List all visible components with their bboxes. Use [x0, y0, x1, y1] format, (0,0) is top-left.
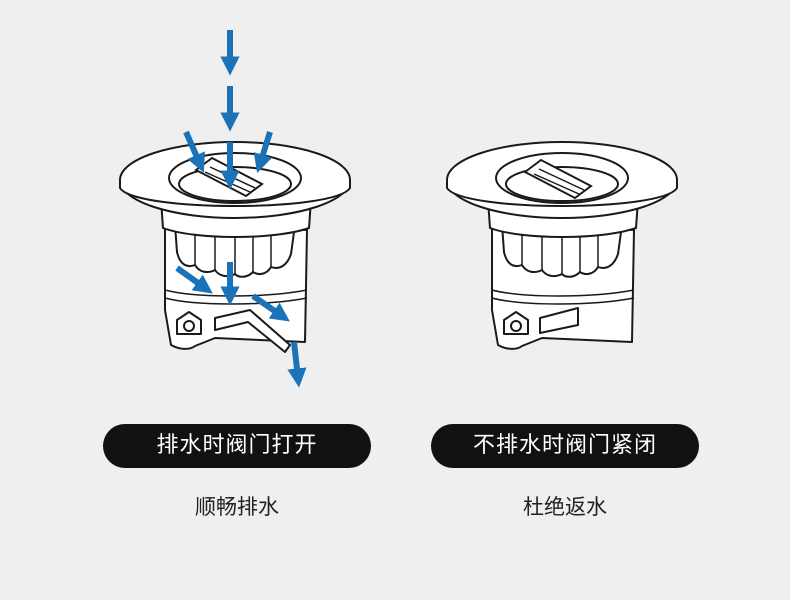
- drain-open-illustration: [119, 141, 351, 353]
- valve-closed-label: 不排水时阀门紧闭: [431, 424, 699, 468]
- valve-open-caption: 顺畅排水: [195, 495, 279, 519]
- valve-closed-caption: 杜绝返水: [523, 495, 607, 519]
- valve-open-label: 排水时阀门打开: [103, 424, 371, 468]
- drain-closed-illustration: [446, 141, 678, 350]
- water-flow-arrows: [175, 30, 307, 388]
